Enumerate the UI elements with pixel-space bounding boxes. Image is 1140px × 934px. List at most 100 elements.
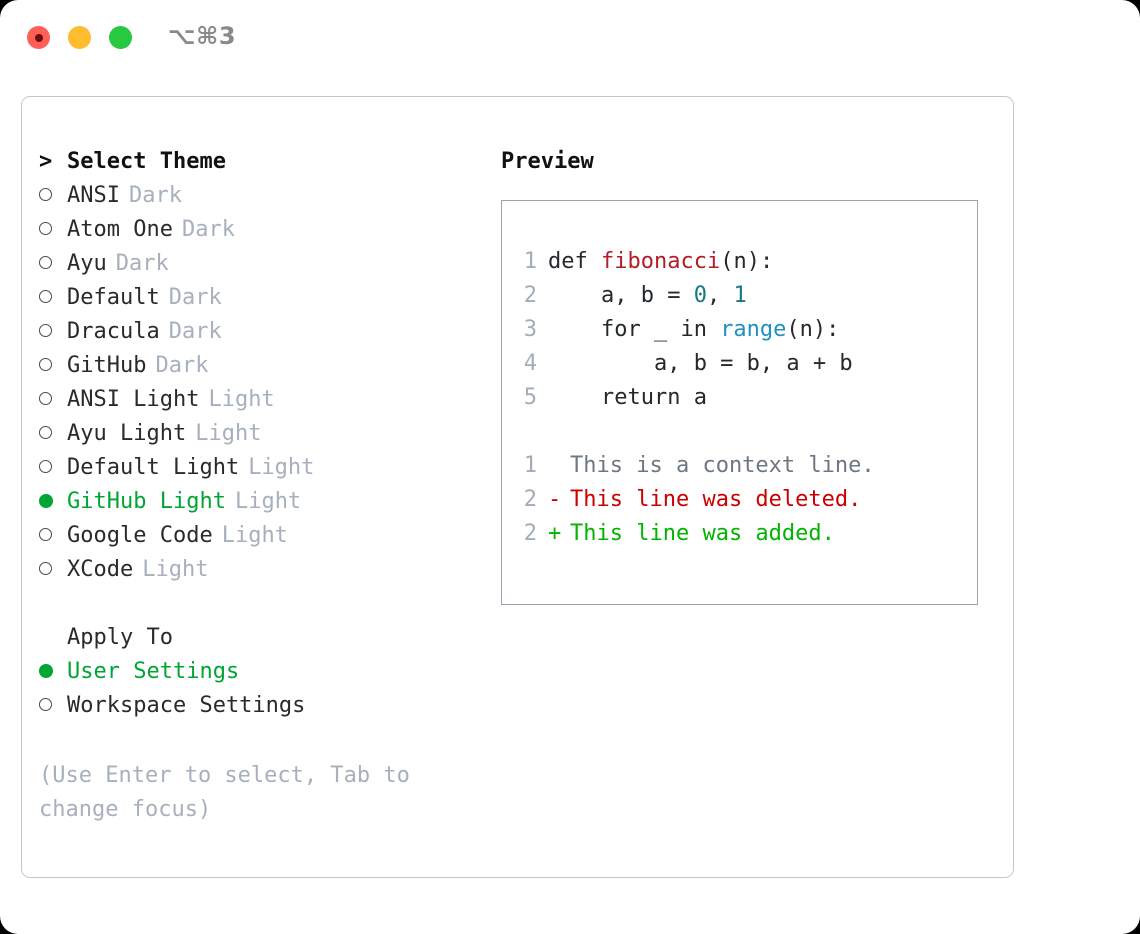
maximize-window-icon[interactable] [109,26,132,49]
radio-unselected-icon [39,392,52,405]
code-token: 1 [733,283,747,308]
code-line-content: for _ in range(n): [548,313,839,347]
apply-to-header: Apply To [39,621,479,655]
theme-item-label: Google Code [67,523,213,548]
section-spacer [39,587,479,621]
theme-item-radio [39,383,67,417]
theme-item-label: Dracula [67,319,160,344]
keyboard-shortcut-label: ⌥⌘3 [168,22,237,50]
apply-to-option-label: User Settings [67,659,240,684]
code-token: a, b = b, a + b [548,351,853,376]
theme-item-label: Default [67,285,160,310]
theme-item-label: Atom One [67,217,173,242]
theme-item-radio [39,179,67,213]
code-line-number: 3 [523,317,537,342]
code-line: 4 a, b = b, a + b [502,347,977,381]
theme-item-variant: Dark [168,285,222,310]
theme-list-item[interactable]: ANSI Dark [39,179,479,213]
theme-item-variant: Light [208,387,275,412]
theme-list-item[interactable]: GitHub Light Light [39,485,479,519]
code-line-content: a, b = 0, 1 [548,279,747,313]
apply-to-title: Apply To [67,625,173,650]
theme-selector-title: Select Theme [67,149,226,174]
theme-item-variant: Light [142,557,209,582]
apply-to-option[interactable]: Workspace Settings [39,689,479,723]
diff-sign: + [548,521,562,546]
code-line: 2 a, b = 0, 1 [502,279,977,313]
theme-list-item[interactable]: GitHub Dark [39,349,479,383]
diff-line-content: + This line was added. [548,517,835,551]
theme-item-radio [39,315,67,349]
theme-item-label: GitHub Light [67,489,226,514]
apply-to-option[interactable]: User Settings [39,655,479,689]
code-line: 3 for _ in range(n): [502,313,977,347]
radio-unselected-icon [39,426,52,439]
radio-unselected-icon [39,460,52,473]
apply-to-option-label: Workspace Settings [67,693,306,718]
code-token: (n): [720,249,774,274]
diff-line-content: This is a context line. [548,449,875,483]
close-window-icon[interactable] [27,26,50,49]
theme-item-variant: Light [195,421,262,446]
code-line-content: return a [548,381,707,415]
radio-unselected-icon [39,324,52,337]
theme-item-variant: Dark [168,319,222,344]
code-line-number: 5 [523,385,537,410]
theme-list-item[interactable]: Default Dark [39,281,479,315]
theme-item-variant: Dark [155,353,209,378]
code-line-number: 1 [523,249,537,274]
diff-line: 2 + This line was added. [502,517,977,551]
radio-unselected-icon [39,528,52,541]
diff-line-text: This line was deleted. [570,487,862,512]
minimize-window-icon[interactable] [68,26,91,49]
apply-to-radio [39,689,67,723]
diff-line: 1 This is a context line. [502,449,977,483]
radio-selected-icon [39,494,53,508]
diff-line-content: -This line was deleted. [548,483,861,517]
diff-line-number: 1 [523,453,537,478]
theme-item-variant: Dark [128,183,182,208]
theme-item-radio [39,485,67,519]
theme-list-item[interactable]: Dracula Dark [39,315,479,349]
theme-item-radio [39,417,67,451]
caret-icon: > [39,149,53,174]
diff-line: 2-This line was deleted. [502,483,977,517]
theme-item-label: ANSI [67,183,120,208]
diff-line-text: This line was added. [570,521,835,546]
theme-item-label: Ayu [67,251,107,276]
theme-item-label: ANSI Light [67,387,200,412]
traffic-light-group [27,26,132,49]
radio-selected-icon [39,664,53,678]
code-token: return a [548,385,707,410]
theme-item-radio [39,349,67,383]
theme-list-item[interactable]: ANSI Light Light [39,383,479,417]
diff-line-number: 2 [523,521,537,546]
theme-item-radio [39,553,67,587]
code-token: range [720,317,787,342]
diff-sample: 1 This is a context line.2-This line was… [502,449,977,551]
radio-unselected-icon [39,188,52,201]
theme-selector-header: > Select Theme [39,145,479,179]
theme-item-variant: Light [234,489,302,514]
code-diff-gap [502,415,977,449]
theme-item-label: GitHub [67,353,147,378]
theme-item-radio [39,213,67,247]
radio-unselected-icon [39,698,52,711]
apply-to-radio [39,655,67,689]
code-token: def [548,249,601,274]
